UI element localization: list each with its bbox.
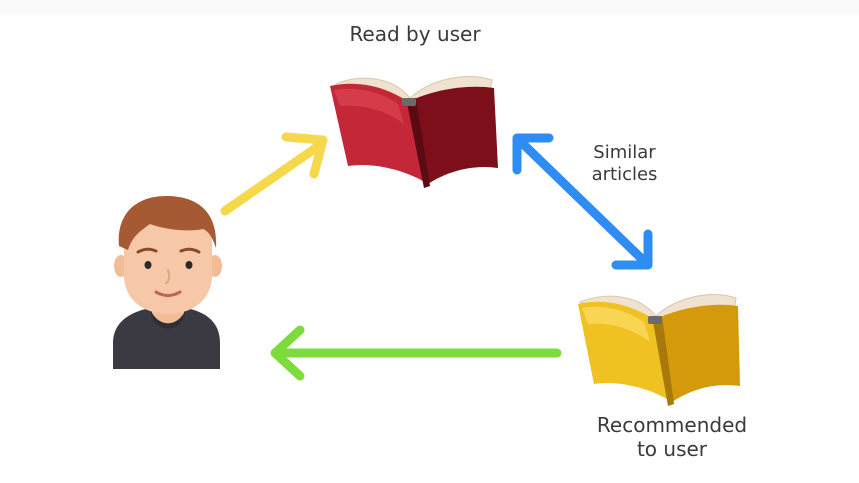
top-strip bbox=[0, 0, 859, 14]
user-to-read-arrow-shaft bbox=[220, 140, 325, 216]
user-avatar-icon bbox=[113, 196, 222, 369]
similarity-arrow-head-bottom bbox=[611, 229, 653, 270]
recommend-arrow bbox=[270, 325, 562, 381]
user-to-read-arrow bbox=[220, 132, 328, 216]
red-book-icon bbox=[330, 76, 498, 188]
similarity-arrow-shaft bbox=[515, 136, 650, 267]
recommended-line-2: to user bbox=[636, 437, 708, 461]
similar-articles-line-2: articles bbox=[591, 163, 658, 185]
recommended-to-user-label: Recommended to user bbox=[582, 413, 762, 461]
yellow-book-icon bbox=[578, 294, 740, 406]
recommend-arrow-head bbox=[270, 325, 305, 381]
similar-articles-label: Similar articles bbox=[572, 142, 677, 185]
read-by-user-label: Read by user bbox=[349, 22, 481, 46]
recommended-line-1: Recommended bbox=[596, 413, 748, 437]
similar-articles-line-1: Similar bbox=[593, 142, 656, 163]
user-to-read-arrow-head bbox=[281, 132, 328, 179]
similarity-arrow bbox=[512, 133, 653, 270]
similarity-arrow-head-top bbox=[512, 133, 554, 175]
